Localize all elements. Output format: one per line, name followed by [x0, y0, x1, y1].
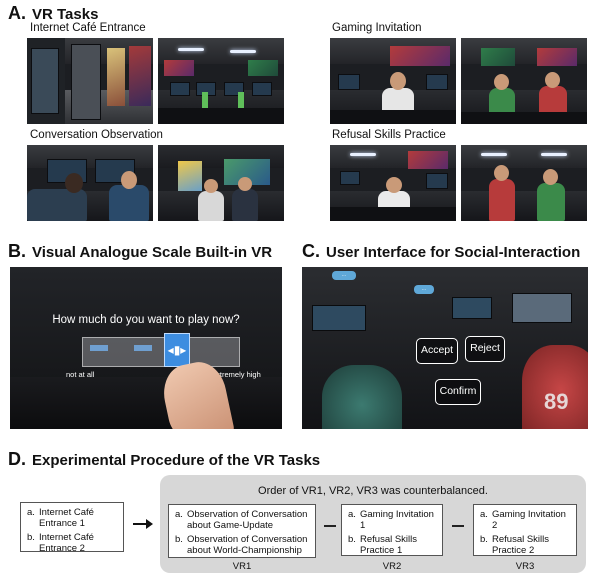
- vas-scale-track[interactable]: [82, 337, 240, 367]
- section-c-heading: C. User Interface for Social-Interaction: [302, 241, 580, 262]
- jersey-number: 89: [544, 389, 569, 414]
- entrance-box: a.Internet Café Entrance 1 b.Internet Ca…: [20, 502, 124, 554]
- vr2-box: a.Gaming Invitation 1 b.Refusal Skills P…: [341, 504, 443, 556]
- chat-bubble-icon: ...: [332, 271, 356, 280]
- image-refusal-skills-2: [461, 145, 587, 221]
- section-b-title: Visual Analogue Scale Built-in VR: [32, 244, 273, 261]
- caption-refusal-skills: Refusal Skills Practice: [332, 129, 446, 141]
- vr3-box: a.Gaming Invitation 2 b.Refusal Skills P…: [473, 504, 577, 556]
- reject-button[interactable]: Reject: [465, 336, 505, 362]
- arrow-right-icon: [146, 519, 153, 529]
- vas-max-label: extremely high: [212, 370, 261, 379]
- vas-vr-scene: How much do you want to play now? ◂▮▸ no…: [10, 267, 282, 429]
- vr3-item-2: Refusal Skills Practice 2: [492, 534, 550, 556]
- image-conversation-observation-2: [158, 145, 284, 221]
- section-a-letter: A.: [8, 3, 26, 23]
- vas-slider-knob[interactable]: ◂▮▸: [164, 333, 190, 367]
- section-b-letter: B.: [8, 241, 26, 261]
- section-a-heading: A. VR Tasks: [8, 3, 98, 24]
- section-c-letter: C.: [302, 241, 320, 261]
- chat-bubble-icon: ...: [414, 285, 434, 294]
- image-refusal-skills-1: [330, 145, 456, 221]
- image-cafe-interior: [158, 38, 284, 124]
- image-cafe-entrance-door: [27, 38, 153, 124]
- image-gaming-invitation-2: [461, 38, 587, 124]
- confirm-button[interactable]: Confirm: [435, 379, 481, 405]
- vr1-item-2: Observation of Conversation about World-…: [187, 534, 308, 556]
- vr3-label: VR3: [515, 561, 535, 572]
- vr2-item-2: Refusal Skills Practice 1: [360, 534, 418, 556]
- vr3-item-1: Gaming Invitation 2: [492, 509, 566, 531]
- section-d-heading: D. Experimental Procedure of the VR Tasks: [8, 449, 320, 470]
- vr1-label: VR1: [232, 561, 252, 572]
- image-conversation-observation-1: [27, 145, 153, 221]
- vr2-item-1: Gaming Invitation 1: [360, 509, 434, 531]
- npc-avatar-red: [522, 345, 588, 429]
- entrance-item-1: Internet Café Entrance 1: [39, 507, 94, 529]
- dash-separator: [324, 525, 336, 527]
- section-b-heading: B. Visual Analogue Scale Built-in VR: [8, 241, 272, 262]
- vas-track-marker-mid: [134, 345, 152, 351]
- vas-track-marker-left: [90, 345, 108, 351]
- caption-conversation-observation: Conversation Observation: [30, 129, 163, 141]
- dash-separator: [452, 525, 464, 527]
- social-interaction-vr-scene: ... ... 89 Accept Reject Confirm: [302, 267, 588, 429]
- counterbalance-note: Order of VR1, VR2, VR3 was counterbalanc…: [258, 485, 488, 497]
- section-d-letter: D.: [8, 449, 26, 469]
- caption-internet-cafe: Internet Café Entrance: [30, 22, 146, 34]
- section-a-title: VR Tasks: [32, 6, 99, 23]
- entrance-item-2: Internet Café Entrance 2: [39, 532, 94, 554]
- player-avatar-teal: [322, 365, 402, 429]
- vas-question: How much do you want to play now?: [52, 314, 240, 326]
- vas-min-label: not at all: [66, 370, 95, 379]
- vr1-item-1: Observation of Conversation about Game-U…: [187, 509, 308, 531]
- section-d-title: Experimental Procedure of the VR Tasks: [32, 452, 321, 469]
- section-c-title: User Interface for Social-Interaction: [326, 244, 581, 261]
- vr2-label: VR2: [382, 561, 402, 572]
- arrow-line: [133, 523, 148, 525]
- image-gaming-invitation-1: [330, 38, 456, 124]
- vr1-box: a.Observation of Conversation about Game…: [168, 504, 316, 558]
- accept-button[interactable]: Accept: [416, 338, 458, 364]
- caption-gaming-invitation: Gaming Invitation: [332, 22, 422, 34]
- hand-pointer-image: [158, 357, 236, 429]
